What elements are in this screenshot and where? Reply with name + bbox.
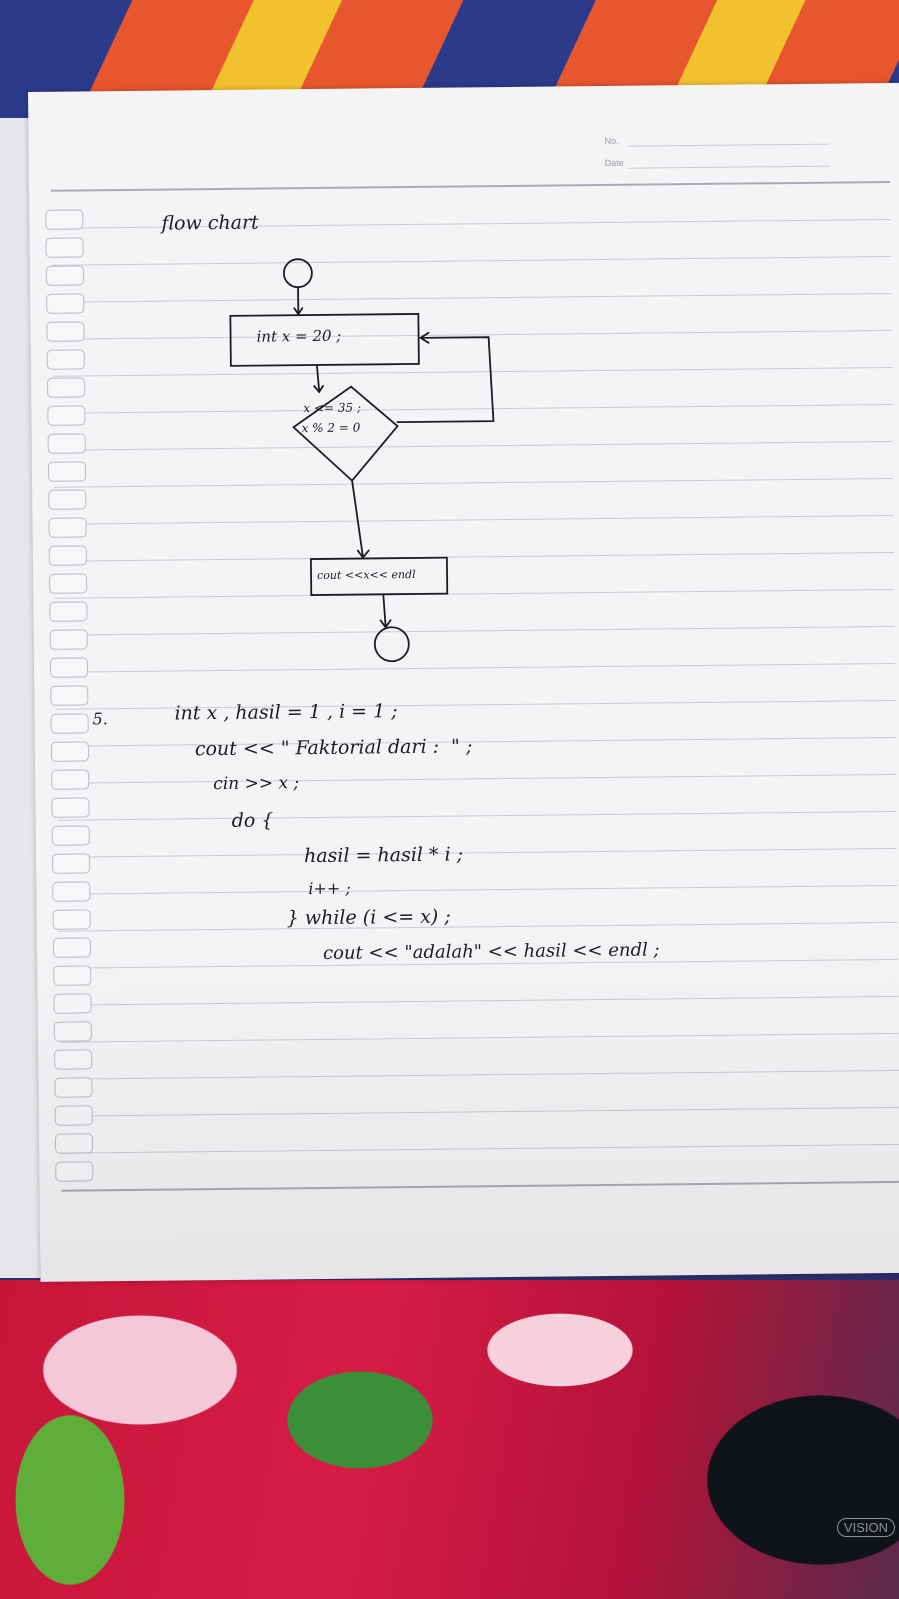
brand-logo: VISION <box>836 1518 895 1537</box>
loop-back-arrow <box>396 336 495 424</box>
arrow-condition-to-output <box>351 479 364 558</box>
condition-text-line2: x % 2 = 0 <box>301 420 361 436</box>
code-line: } while (i <= x) ; <box>286 905 451 930</box>
init-process-box <box>229 313 420 367</box>
code-line: cout << "adalah" << hasil << endl ; <box>322 939 660 964</box>
flowchart-title: flow chart <box>161 211 259 235</box>
fabric-background-bottom <box>0 1280 899 1599</box>
exercise-number: 5. <box>92 709 108 729</box>
init-box-text: int x = 20 ; <box>256 326 342 346</box>
start-terminal <box>283 258 313 289</box>
code-line: cout << " Faktorial dari : " ; <box>194 735 473 761</box>
code-line: hasil = hasil * i ; <box>303 843 464 868</box>
arrow-output-to-end <box>382 593 387 628</box>
end-terminal <box>373 626 410 663</box>
output-box <box>309 556 449 596</box>
code-line: int x , hasil = 1 , i = 1 ; <box>174 700 398 725</box>
code-line: cin >> x ; <box>213 773 300 795</box>
condition-text-line1: x <= 35 ; <box>303 400 362 416</box>
output-box-text: cout <<x<< endl <box>317 567 416 582</box>
notebook-page: No. Date <box>28 82 899 1282</box>
flowchart-diagram <box>229 258 495 663</box>
code-line: do { <box>231 809 274 832</box>
code-line: i++ ; <box>308 878 351 899</box>
arrow-init-to-condition <box>315 364 321 392</box>
